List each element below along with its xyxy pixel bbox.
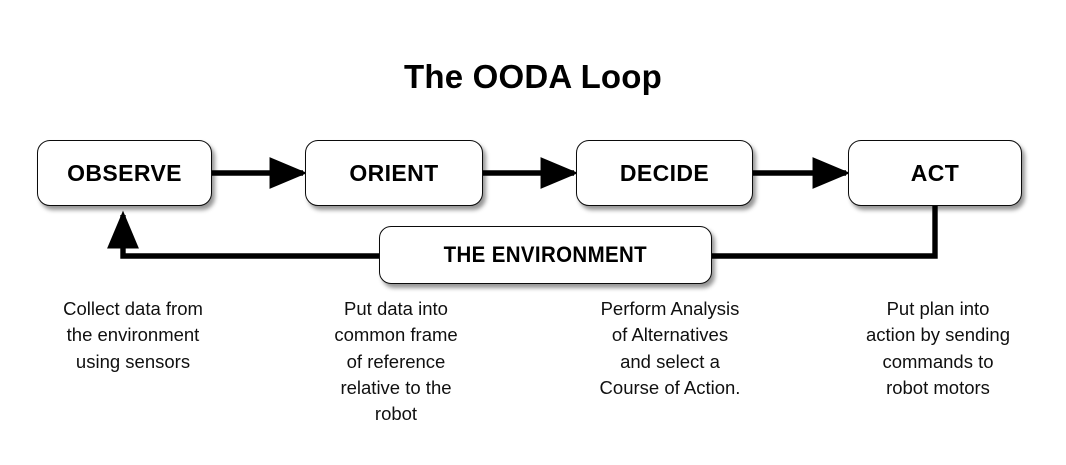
caption-act: Put plan into action by sending commands t… — [832, 296, 1044, 401]
caption-line: Put data into — [344, 298, 448, 319]
stage-box-act[interactable]: ACT — [848, 140, 1022, 206]
caption-line: and select a — [620, 350, 720, 372]
stage-label-orient: ORIENT — [349, 159, 439, 186]
stage-box-environment[interactable]: THE ENVIRONMENT — [379, 226, 712, 284]
page-title: The OODA Loop — [403, 58, 662, 95]
caption-line: robot — [374, 403, 418, 425]
caption-line: Collect data from — [63, 298, 203, 319]
caption-line: relative to the — [340, 376, 452, 398]
stage-label-observe: OBSERVE — [67, 159, 182, 186]
caption-line: robot motors — [886, 376, 990, 398]
caption-line: common frame — [334, 324, 458, 346]
stage-box-decide[interactable]: DECIDE — [576, 140, 753, 206]
caption-line: of Alternatives — [611, 324, 729, 346]
caption-line: of reference — [346, 350, 446, 372]
caption-line: commands to — [882, 350, 994, 372]
caption-line: Course of Action. — [599, 376, 741, 398]
stage-label-environment: THE ENVIRONMENT — [443, 242, 648, 267]
stage-box-orient[interactable]: ORIENT — [305, 140, 483, 206]
caption-line: Perform Analysis — [600, 298, 740, 319]
caption-orient: Put data into common frame of reference rel… — [296, 296, 496, 427]
stage-label-decide: DECIDE — [619, 159, 710, 186]
caption-observe: Collect data from the environment using se… — [20, 296, 246, 375]
stage-box-observe[interactable]: OBSERVE — [37, 140, 212, 206]
caption-line: using sensors — [75, 350, 191, 372]
stage-label-act: ACT — [910, 159, 960, 186]
caption-decide: Perform Analysis of Alternatives and selec… — [560, 296, 780, 401]
caption-line: the environment — [66, 324, 200, 346]
caption-line: Put plan into — [886, 298, 990, 319]
caption-line: action by sending — [866, 324, 1010, 346]
